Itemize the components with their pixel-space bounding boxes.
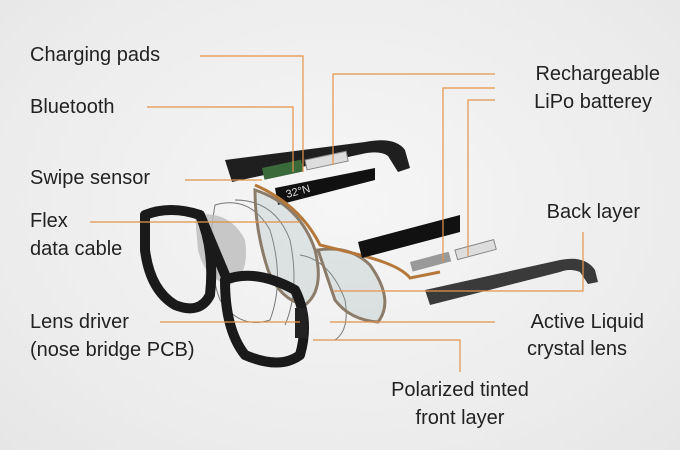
leader-lipo-2 bbox=[467, 99, 495, 256]
back-layer-left bbox=[358, 215, 460, 258]
front-frame bbox=[140, 205, 309, 368]
nose-bridge-pcb bbox=[295, 308, 307, 338]
label-rechargeable: Rechargeable bbox=[535, 63, 660, 85]
lens-layer-3 bbox=[299, 254, 347, 341]
label-nose-bridge-pcb: (nose bridge PCB) bbox=[30, 339, 195, 361]
label-front-layer: front layer bbox=[415, 407, 505, 429]
label-polarized: Polarized tinted bbox=[391, 379, 529, 401]
label-charging-pads: Charging pads bbox=[30, 44, 161, 66]
flex-cable bbox=[254, 183, 441, 280]
label-lens-driver: Lens driver bbox=[30, 311, 129, 333]
leader-lipo-1 bbox=[442, 87, 495, 262]
temple-left bbox=[425, 258, 598, 305]
leader-back-layer bbox=[333, 232, 584, 292]
label-data-cable: data cable bbox=[30, 238, 123, 260]
leader-rechargeable bbox=[332, 73, 495, 165]
lens-layer-2 bbox=[234, 199, 295, 326]
leader-lines bbox=[90, 55, 584, 372]
label-bluetooth: Bluetooth bbox=[30, 96, 115, 118]
back-layer-top bbox=[275, 168, 375, 205]
leader-polarized bbox=[313, 339, 461, 372]
leader-charging-pads bbox=[200, 55, 304, 172]
label-lipo-battery: LiPo batterey bbox=[534, 91, 652, 113]
battery-left bbox=[454, 239, 497, 261]
label-crystal-lens: crystal lens bbox=[526, 338, 627, 360]
label-swipe-sensor: Swipe sensor bbox=[30, 167, 151, 189]
battery-top bbox=[304, 150, 349, 171]
leader-bluetooth bbox=[147, 106, 294, 172]
label-active-liquid: Active Liquid bbox=[530, 311, 644, 333]
label-back-layer: Back layer bbox=[546, 201, 640, 223]
label-flex: Flex bbox=[30, 210, 68, 232]
pcb-left bbox=[410, 251, 452, 272]
